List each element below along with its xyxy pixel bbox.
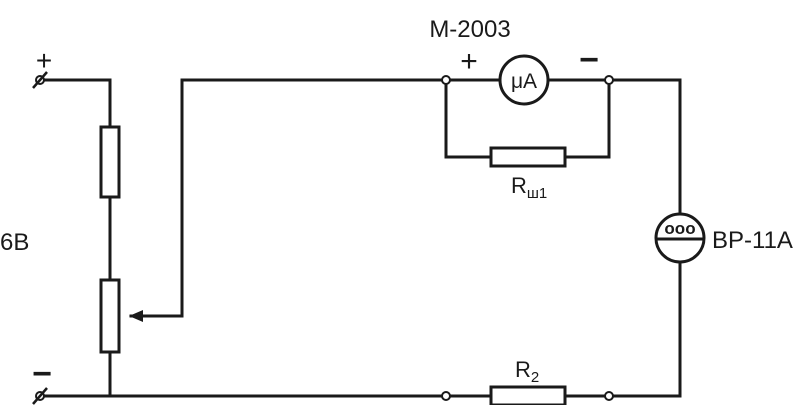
relay-symbol: ooo — [654, 212, 706, 264]
meter-model-label: М-2003 — [429, 16, 510, 43]
meter-plus-label: + — [460, 45, 478, 78]
divider-resistor-upper — [99, 125, 121, 199]
wire-bottom-right — [563, 260, 682, 398]
microammeter-circle — [498, 54, 550, 106]
node-r2-right — [604, 391, 614, 401]
wire-top-left — [36, 78, 112, 129]
supply-voltage-label: 6В — [0, 229, 29, 256]
wire-slider-feed — [180, 78, 502, 318]
supply-plus-label: + — [36, 45, 52, 76]
terminal-plus-icon — [32, 71, 48, 89]
potentiometer-resistor — [99, 278, 121, 354]
terminal-minus-icon — [32, 387, 48, 405]
wire-shunt-loop — [444, 78, 611, 159]
shunt-label-subscript: ш1 — [527, 185, 547, 202]
meter-minus-label: − — [579, 41, 599, 79]
wires — [36, 78, 682, 398]
shunt-resistor — [489, 146, 567, 168]
supply-minus-label: − — [32, 355, 52, 393]
relay-name-label: ВР-11А — [712, 227, 793, 254]
microammeter-unit-label: μA — [511, 70, 537, 93]
wire-right-upper — [607, 78, 682, 216]
node-meter-left — [441, 75, 451, 85]
shunt-label-main: R — [511, 173, 527, 198]
relay-inner-symbol: ooo — [664, 219, 695, 238]
r2-label-main: R — [515, 357, 531, 382]
r2-label-subscript: 2 — [531, 369, 539, 386]
r2-label: R2 — [515, 357, 539, 386]
node-meter-right — [604, 75, 614, 85]
resistor-r2 — [489, 385, 567, 405]
shunt-label: Rш1 — [511, 173, 547, 202]
node-r2-left — [441, 391, 451, 401]
